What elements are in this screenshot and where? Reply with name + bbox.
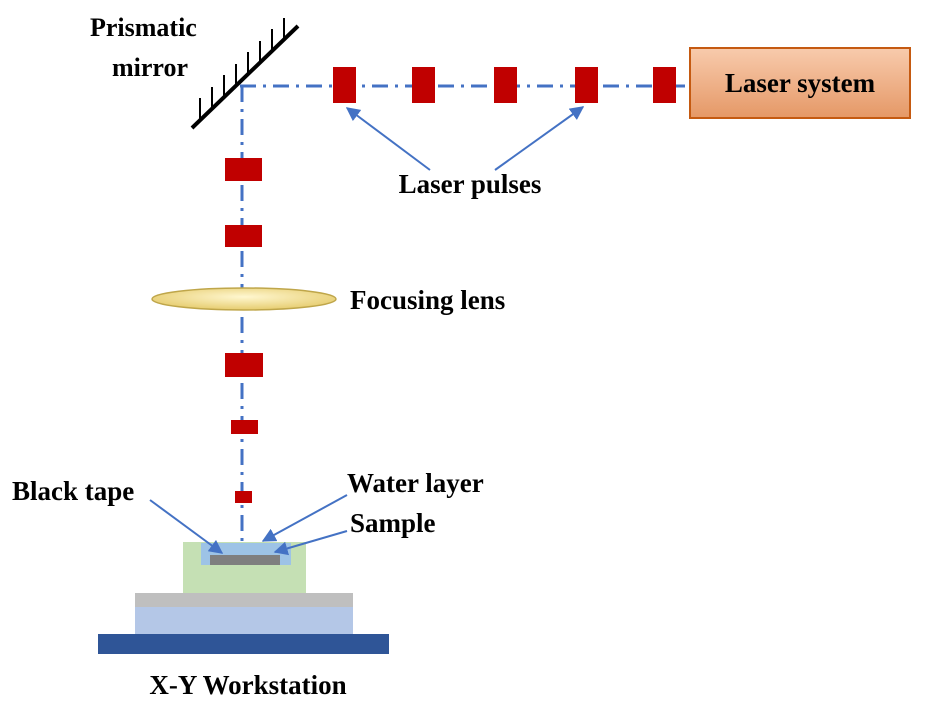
water-layer-label: Water layer (347, 468, 484, 498)
laser-system-box (689, 47, 911, 119)
laser-pulse (494, 67, 517, 103)
water-layer-arrow (261, 494, 348, 542)
laser-pulse (225, 353, 263, 377)
laser-pulse (225, 158, 262, 181)
stage-base (98, 634, 389, 654)
laser-system-label: Laser system (725, 68, 876, 98)
black-tape-label: Black tape (12, 476, 134, 506)
prismatic-mirror-label-line2: mirror (112, 53, 188, 82)
prismatic-mirror-label-line1: Prismatic (90, 13, 197, 42)
laser-pulse (333, 67, 356, 103)
focusing-lens (151, 287, 337, 311)
laser-pulse (225, 225, 262, 247)
focusing-lens-label: Focusing lens (350, 285, 505, 315)
prismatic-mirror (190, 18, 300, 130)
sample (210, 555, 280, 565)
laser-pulses-label: Laser pulses (399, 169, 542, 199)
laser-pulse (231, 420, 258, 434)
stage-middle-plate (135, 607, 353, 634)
laser-pulses-arrow-left (345, 107, 431, 171)
laser-pulse (653, 67, 676, 103)
sample-arrow (273, 530, 348, 556)
black-tape-arrow (149, 499, 224, 554)
workstation-label: X-Y Workstation (149, 670, 346, 700)
sample-label: Sample (350, 508, 436, 538)
laser-pulse (575, 67, 598, 103)
laser-pulse (235, 491, 252, 503)
laser-pulse (412, 67, 435, 103)
stage-top-plate (135, 593, 353, 607)
laser-pulses-arrow-right (494, 106, 585, 171)
